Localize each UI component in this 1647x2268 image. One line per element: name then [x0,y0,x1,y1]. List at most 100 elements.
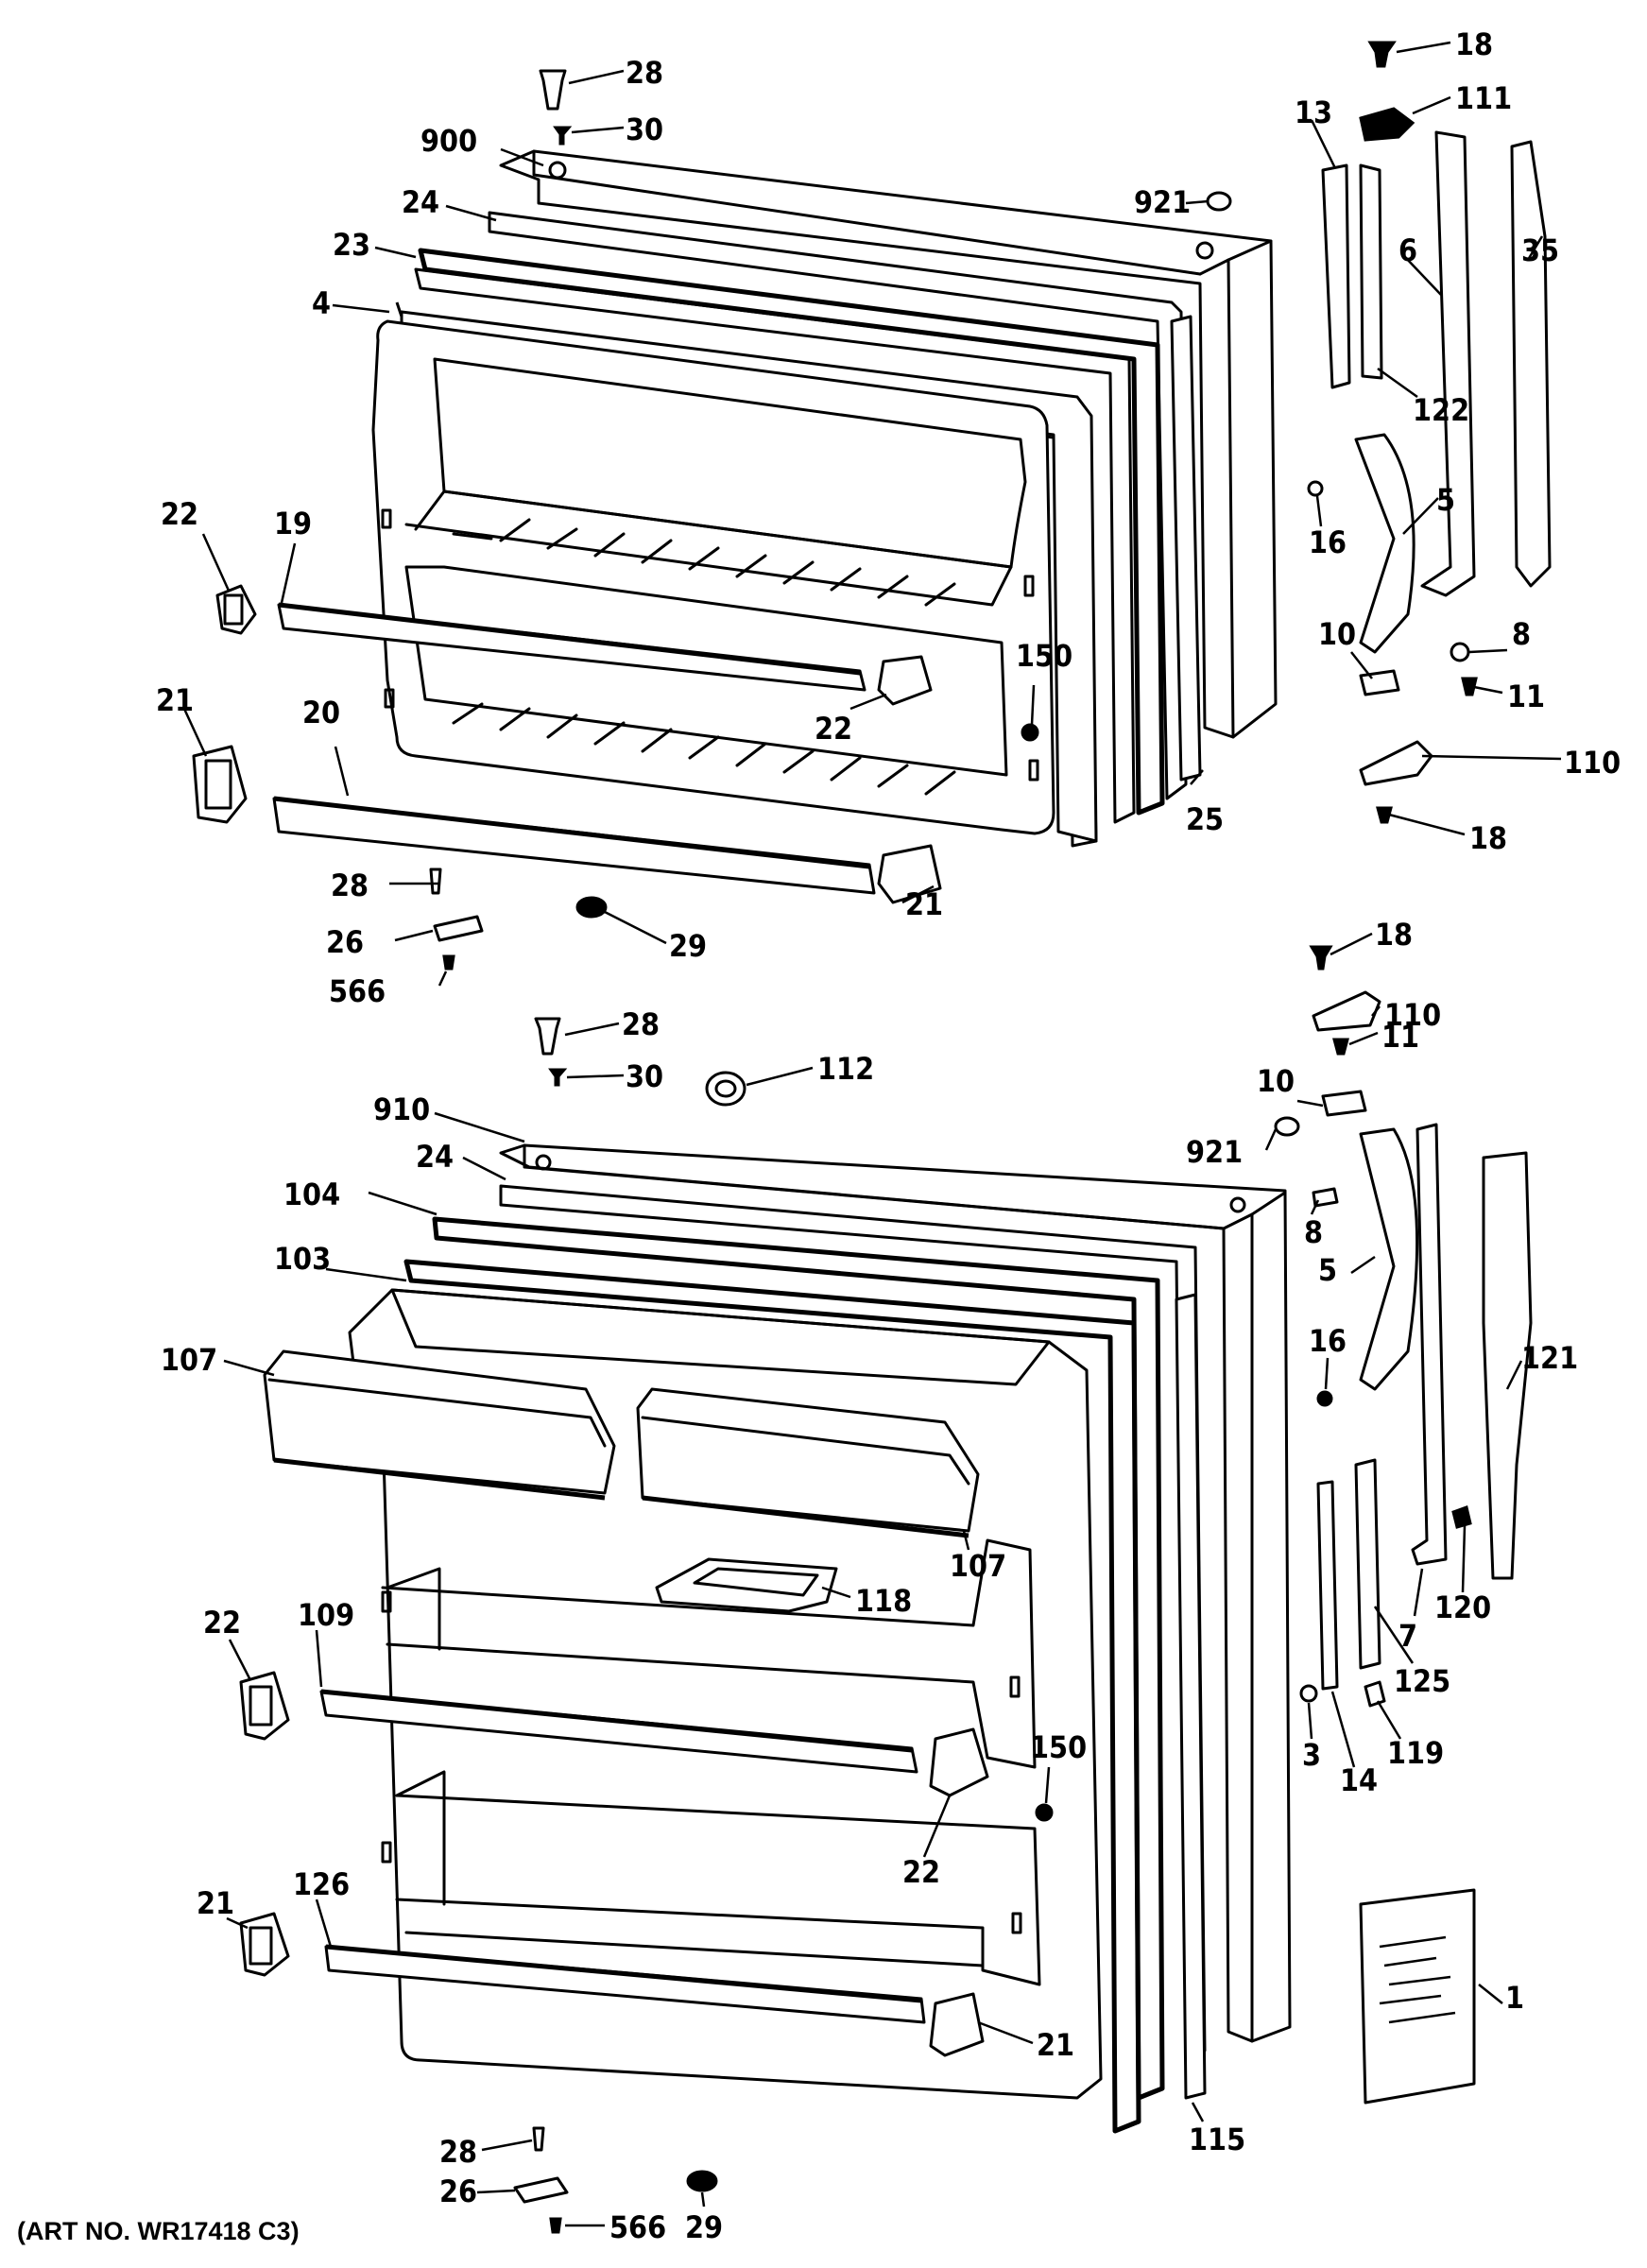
part-label: 29 [669,928,707,964]
part-label: 150 [1030,1729,1087,1765]
part-label: 22 [161,496,198,532]
shelf-end-21-right-lower [929,1992,985,2057]
screw-566-upper [442,954,455,971]
part-label: 23 [333,227,370,263]
seal-strip-35 [1510,140,1552,588]
part-label: 28 [439,2134,477,2170]
part-labels-lower: 28 30 112 910 24 104 103 107 18 110 11 1… [161,917,1578,2245]
bracket-119 [1364,1680,1386,1708]
part-label: 22 [902,1854,940,1890]
part-label: 566 [329,973,386,1009]
fresh-food-door-assembly [239,945,1533,2234]
part-label: 900 [420,123,477,159]
part-label: 18 [1375,917,1413,953]
part-label: 910 [373,1091,430,1127]
screw-30-upper [553,126,573,146]
part-label: 10 [1257,1063,1295,1099]
part-label: 5 [1318,1252,1337,1288]
screw-30-lower [548,1068,568,1087]
hinge-111 [1359,107,1415,142]
part-label: 20 [302,695,340,730]
part-label: 112 [817,1051,874,1087]
screw-566-lower [549,2217,562,2234]
part-label: 566 [609,2209,666,2245]
part-label: 30 [626,112,663,147]
part-label: 5 [1436,482,1455,518]
part-label: 104 [283,1177,340,1212]
part-label: 3 [1302,1737,1321,1773]
part-label: 103 [274,1241,331,1277]
hinge-rod-6 [1420,130,1476,597]
hinge-bracket-122 [1359,163,1383,380]
part-label: 120 [1434,1589,1491,1625]
part-label: 21 [905,886,943,922]
screw-150-lower [1035,1803,1054,1822]
freezer-outer-door [499,149,1278,739]
shelf-end-22-right-lower [929,1727,989,1797]
part-label: 121 [1521,1340,1578,1376]
part-label: 115 [1189,2122,1245,2157]
part-label: 11 [1507,679,1545,714]
hinge-110-lower [1312,990,1381,1032]
leader-lines [182,41,1562,2227]
washer-8-upper [1450,642,1470,662]
part-label: 18 [1455,26,1493,62]
part-label: 16 [1309,1323,1347,1359]
part-labels-upper: 28 30 900 24 23 4 921 13 18 111 6 35 122… [156,26,1621,1009]
hinge-cover-13 [1321,163,1351,389]
screw-18-top [1367,41,1397,68]
part-label: 10 [1318,616,1356,652]
part-label: 125 [1394,1663,1450,1699]
screw-18-lower [1309,945,1333,971]
part-label: 109 [298,1597,354,1633]
screw-11-lower [1332,1038,1349,1056]
part-label: 28 [622,1006,660,1042]
screw-28-upper [539,69,567,111]
part-label: 18 [1469,820,1507,856]
part-label: 118 [855,1583,912,1619]
screw-16-lower [1316,1390,1333,1407]
freezer-inner-liner [371,319,1055,835]
part-label: 25 [1186,801,1224,837]
fresh-food-frame-103 [403,1259,1141,2134]
hinge-rod-7 [1411,1123,1448,1566]
hinge-110-upper [1359,740,1433,786]
part-label: 28 [331,868,369,903]
freezer-door-assembly [192,41,1552,971]
part-label: 24 [416,1139,454,1175]
bumper-29-lower [686,2170,718,2192]
part-label: 107 [950,1548,1006,1584]
hinge-pin-10-lower [1321,1090,1367,1117]
part-label: 8 [1304,1214,1323,1250]
part-label: 921 [1186,1134,1243,1170]
stop-26-lower [513,2176,569,2204]
handle-5-lower [1359,1127,1419,1391]
part-label: 921 [1134,184,1191,220]
screw-18-upper-hinge [1376,806,1393,824]
washer-8-lower [1312,1187,1339,1208]
shelf-end-22-left-lower [239,1671,290,1741]
part-label: 21 [197,1885,234,1921]
part-label: 21 [156,682,194,718]
part-label: 30 [626,1058,663,1094]
shelf-end-22-left [215,584,257,635]
part-label: 11 [1381,1019,1419,1055]
fresh-food-side-strip [1175,1293,1207,2100]
part-label: 19 [274,506,312,541]
screw-28-stop-upper [429,868,442,895]
plug-112 [705,1071,746,1107]
part-label: 35 [1521,232,1559,268]
shelf-end-21-left [192,745,248,824]
part-label: 150 [1016,638,1072,674]
part-label: 29 [685,2209,723,2245]
handle-5-upper [1354,433,1415,654]
part-label: 1 [1505,1980,1524,2016]
screw-28-stop-lower [532,2126,545,2152]
screw-120 [1451,1505,1472,1529]
part-label: 110 [1384,997,1441,1033]
part-label: 7 [1398,1618,1417,1654]
part-label: 16 [1309,524,1347,560]
part-label: 14 [1340,1762,1378,1798]
art-number-caption: (ART NO. WR17418 C3) [17,2217,300,2245]
